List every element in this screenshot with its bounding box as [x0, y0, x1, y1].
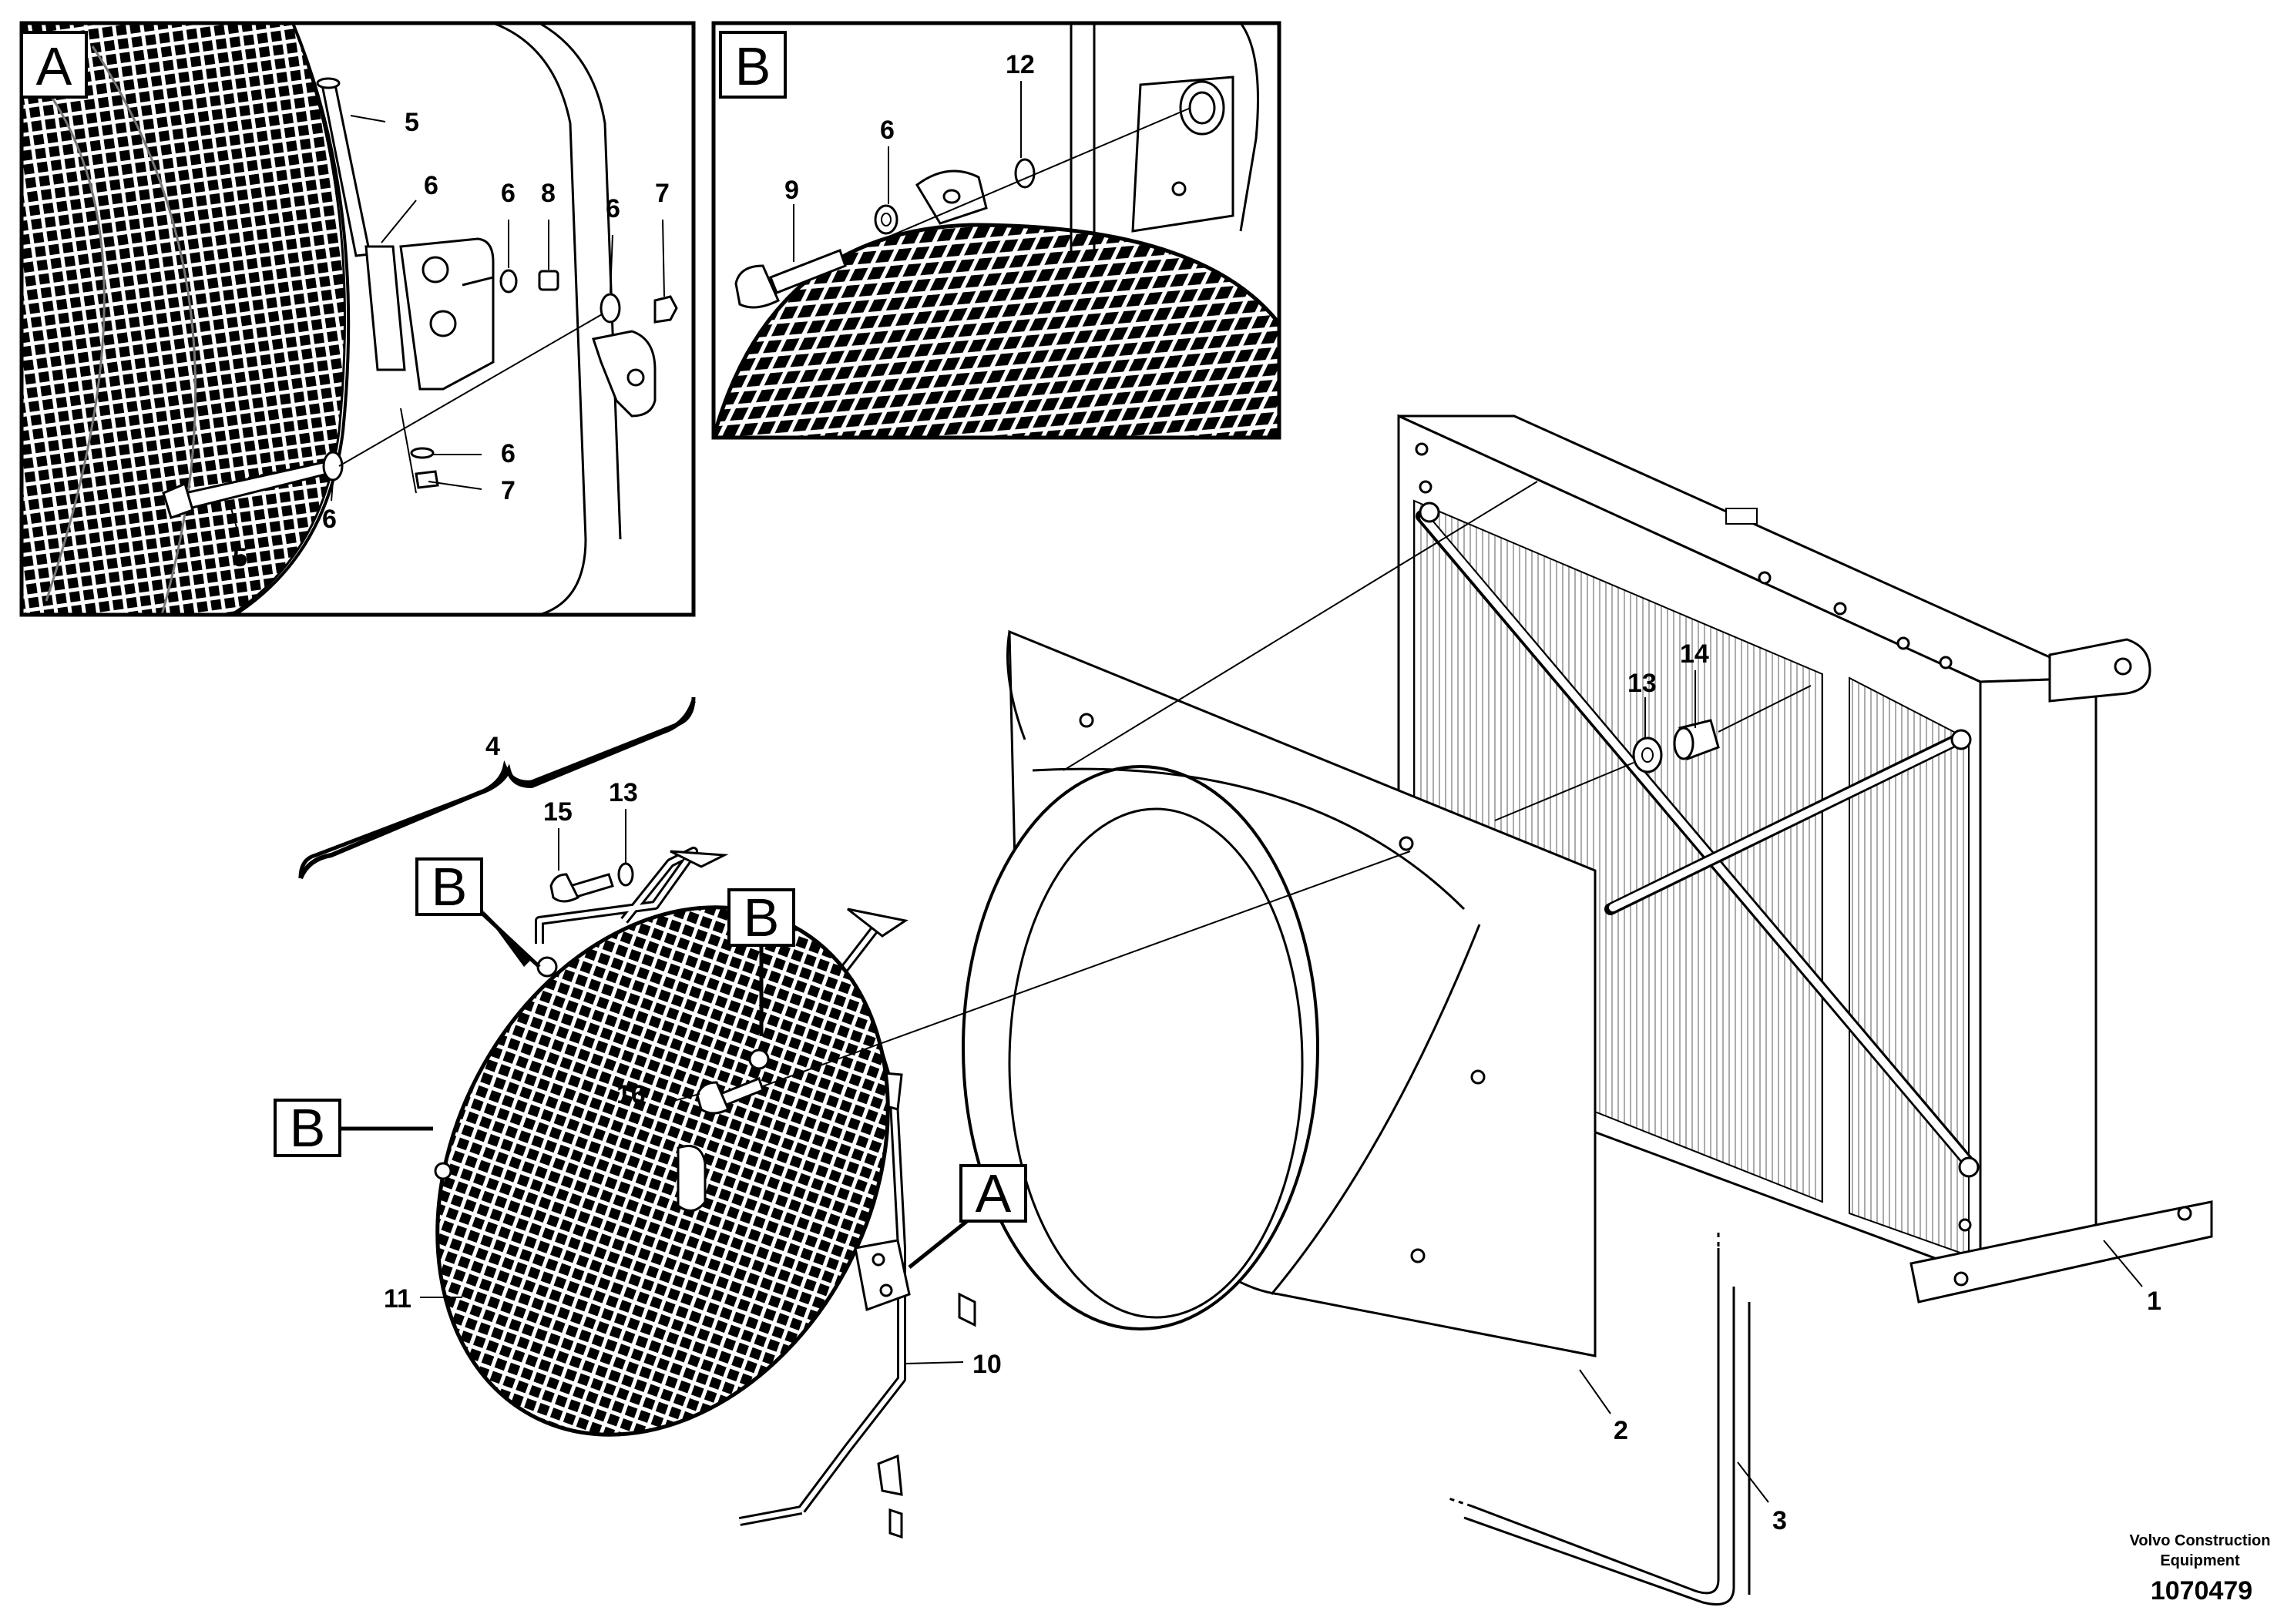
label-part-6-a-2: 6 [501, 179, 516, 208]
pipe-part-3 [1448, 1233, 1751, 1606]
detail-a-callout-icon [20, 31, 88, 99]
fan-shroud [962, 481, 1597, 1357]
label-part-8: 8 [541, 179, 556, 208]
label-part-11: 11 [384, 1284, 411, 1314]
label-part-9: 9 [784, 176, 799, 205]
label-part-1: 1 [2147, 1287, 2161, 1316]
label-part-7-a-1: 7 [655, 179, 670, 208]
label-part-4: 4 [485, 732, 500, 761]
detail-b-callout-icon [719, 31, 787, 99]
label-part-6-a-5: 6 [322, 505, 337, 534]
callout-b-top [415, 857, 483, 916]
label-part-13-radiator: 13 [1627, 669, 1657, 698]
callout-a-main-letter: A [976, 1163, 1012, 1223]
callout-b-mid-letter: B [744, 887, 780, 948]
detail-panel-a: A 5 6 6 8 6 7 6 7 6 5 [19, 21, 696, 617]
detail-panel-b: B 12 6 9 [711, 21, 1281, 440]
footer: Volvo Construction Equipment 1070479 [2130, 1532, 2271, 1606]
label-part-3: 3 [1772, 1506, 1787, 1535]
callout-b-left-letter: B [290, 1098, 326, 1158]
label-part-6-a-4: 6 [501, 439, 516, 468]
company-name-line1: Volvo Construction [2130, 1532, 2271, 1549]
label-part-5-a-bottom: 5 [233, 543, 247, 572]
label-part-12: 12 [1006, 50, 1035, 79]
main-labels: 4 15 13 16 11 10 2 3 1 13 14 [298, 639, 2161, 1535]
label-part-2: 2 [1614, 1416, 1628, 1445]
detail-a-letter: A [36, 36, 72, 96]
label-part-6-a-3: 6 [606, 194, 620, 223]
label-part-15: 15 [543, 797, 573, 827]
label-part-14: 14 [1680, 639, 1709, 669]
drawing-number: 1070479 [2151, 1576, 2252, 1606]
callout-b-mid [727, 888, 795, 947]
main-callouts: B B B A [274, 857, 1027, 1269]
callout-b-top-letter: B [432, 857, 468, 917]
label-part-13-main: 13 [609, 778, 638, 807]
label-part-6-a-1: 6 [424, 171, 438, 200]
label-part-10: 10 [972, 1350, 1002, 1379]
detail-b-letter: B [735, 36, 771, 96]
label-part-6-b: 6 [880, 116, 895, 145]
label-part-16: 16 [616, 1080, 646, 1109]
label-part-5-a-top: 5 [405, 108, 419, 137]
company-name-line2: Equipment [2160, 1552, 2240, 1569]
callout-a-main [959, 1164, 1027, 1223]
fan-guard-assembly [298, 700, 1411, 1539]
label-part-7-a-2: 7 [501, 476, 516, 505]
